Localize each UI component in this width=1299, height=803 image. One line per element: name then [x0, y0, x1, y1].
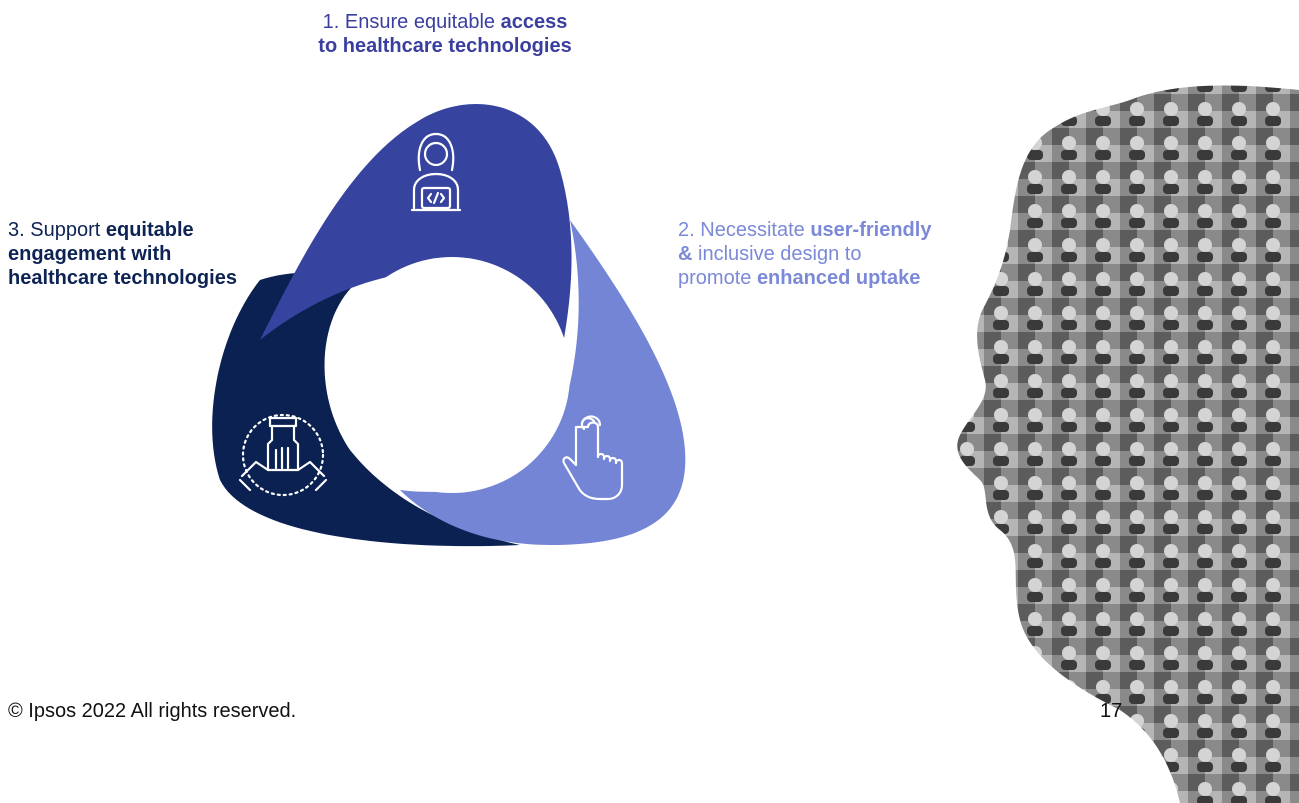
center-circle: [334, 257, 570, 493]
segment-2: [400, 220, 686, 545]
pointing-hand-icon: [562, 415, 624, 501]
page-number: 17: [1100, 700, 1123, 722]
step-1-bold: access: [500, 11, 568, 33]
step-2-text-2: inclusive design to promote: [678, 243, 862, 289]
step-2-label: 2. Necessitate user-friendly & inclusive…: [678, 218, 938, 290]
step-1-label: 1. Ensure equitable access to healthcare…: [250, 10, 640, 58]
step-3-number: 3.: [8, 219, 25, 241]
segment-1: [260, 104, 572, 361]
step-2-bold: user-friendly &: [678, 219, 932, 265]
cycle-diagram: [212, 104, 686, 547]
person-laptop-icon: [410, 132, 462, 212]
stacked-hands-icon: [238, 413, 328, 497]
step-2-text: Necessitate: [700, 219, 805, 241]
head-photo-collage-icon: [957, 85, 1299, 803]
step-3-bold: equitable engagement with healthcare tec…: [8, 219, 237, 289]
step-3-text: Support: [30, 219, 101, 241]
step-1-text: Ensure equitable: [344, 11, 496, 33]
step-3-label: 3. Support equitable engagement with hea…: [8, 218, 268, 290]
step-2-bold-2: enhanced uptake: [756, 267, 921, 289]
step-2-number: 2.: [678, 219, 695, 241]
segment-3: [212, 272, 520, 547]
step-1-bold-2: to healthcare technologies: [318, 35, 572, 57]
step-1-number: 1.: [322, 11, 340, 33]
copyright-text: © Ipsos 2022 All rights reserved.: [8, 700, 297, 722]
